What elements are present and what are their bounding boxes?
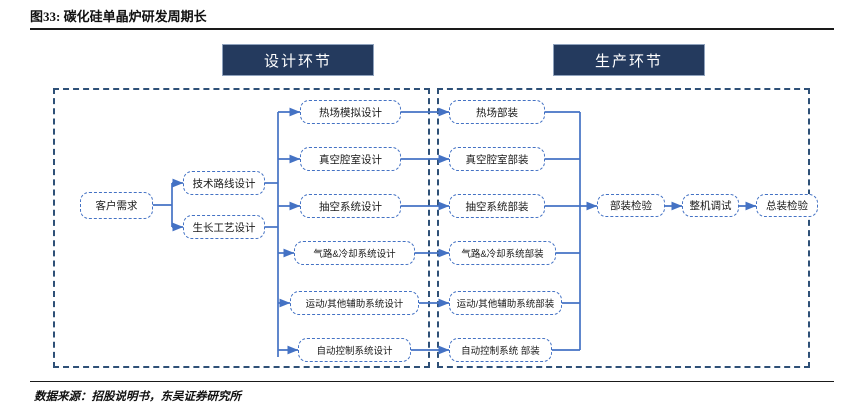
- design-node-auto-control[interactable]: 自动控制系统设计: [298, 338, 411, 362]
- final-node-machine-commissioning[interactable]: 整机调试: [682, 194, 739, 217]
- title-rule: [30, 28, 834, 30]
- source-note: 数据来源：招股说明书，东吴证券研究所: [34, 391, 241, 403]
- design-node-thermal-field[interactable]: 热场模拟设计: [300, 100, 401, 124]
- design-node-gas-cooling[interactable]: 气路&冷却系统设计: [294, 241, 415, 265]
- production-node-gas-cooling[interactable]: 气路&冷却系统部装: [449, 241, 556, 265]
- zone-design: [53, 88, 430, 368]
- production-node-vacuum-chamber[interactable]: 真空腔室部装: [449, 147, 545, 171]
- phase-header-production: 生产环节: [553, 44, 705, 76]
- zone-production: [437, 88, 810, 368]
- production-node-motion-auxiliary[interactable]: 运动/其他辅助系统部装: [449, 291, 562, 315]
- production-node-vacuum-system[interactable]: 抽空系统部装: [449, 194, 545, 218]
- design-node-vacuum-chamber[interactable]: 真空腔室设计: [300, 147, 401, 171]
- design-node-motion-auxiliary[interactable]: 运动/其他辅助系统设计: [290, 291, 419, 315]
- node-customer-requirement[interactable]: 客户需求: [80, 192, 153, 219]
- final-node-final-assembly-inspection[interactable]: 总装检验: [756, 194, 818, 217]
- node-technical-route-design[interactable]: 技术路线设计: [183, 171, 265, 195]
- final-node-subassembly-inspection[interactable]: 部装检验: [597, 194, 665, 217]
- phase-header-design: 设计环节: [222, 44, 374, 76]
- production-node-thermal-field[interactable]: 热场部装: [449, 100, 545, 124]
- figure-title: 图33: 碳化硅单晶炉研发周期长: [30, 9, 207, 24]
- source-rule: [30, 381, 834, 382]
- node-growth-process-design[interactable]: 生长工艺设计: [183, 215, 265, 239]
- design-node-vacuum-system[interactable]: 抽空系统设计: [300, 194, 401, 218]
- production-node-auto-control[interactable]: 自动控制系统 部装: [449, 338, 552, 362]
